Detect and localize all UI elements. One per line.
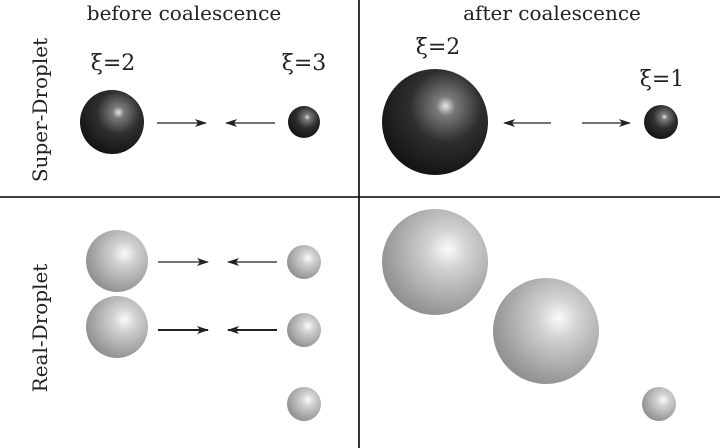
super-droplet-after-right: [644, 105, 678, 139]
before-coalescence-header: before coalescence: [87, 1, 281, 25]
xi-label-after-right: ξ=1: [640, 67, 685, 92]
real-droplet-after-3: [642, 387, 676, 421]
after-coalescence-header: after coalescence: [463, 1, 641, 25]
xi-label-before-left: ξ=2: [91, 51, 136, 76]
real-droplet-row-label: Real-Droplet: [28, 264, 52, 393]
real-droplet-before-right-2: [287, 313, 321, 347]
real-droplet-before-right-3: [287, 387, 321, 421]
real-droplet-after-1: [382, 209, 488, 315]
super-droplet-after-left: [382, 69, 488, 175]
real-droplet-before-left-1: [86, 230, 148, 292]
xi-label-before-right: ξ=3: [282, 51, 327, 76]
xi-label-after-left: ξ=2: [416, 35, 461, 60]
real-droplet-before-left-2: [86, 296, 148, 358]
super-droplet-before-right: [288, 106, 320, 138]
real-droplet-after-2: [493, 278, 599, 384]
super-droplet-before-left: [80, 90, 144, 154]
super-droplet-row-label: Super-Droplet: [28, 38, 52, 182]
real-droplet-before-right-1: [287, 245, 321, 279]
